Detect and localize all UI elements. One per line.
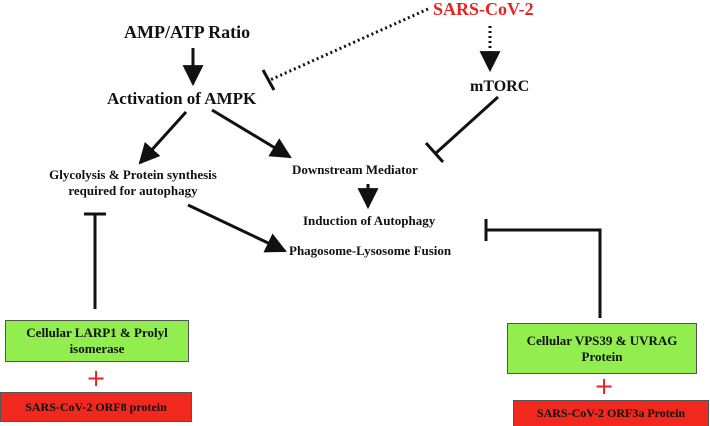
glycolysis-line-2: required for autophagy (68, 182, 198, 198)
box-sars-cov-2-orf3a-protein: SARS-CoV-2 ORF3a Protein (513, 400, 709, 426)
arrow-glycolysis-to-fusion (187, 203, 287, 253)
box-cellular-larp1-prolyl-isomerase: Cellular LARP1 & Prolyl isomerase (5, 320, 189, 362)
inhibit-mtorc-downstream (434, 95, 500, 155)
node-induction-of-autophagy: Induction of Autophagy (303, 213, 436, 228)
vps39-line-1: Cellular VPS39 & UVRAG (526, 332, 678, 348)
glycolysis-line-1: Glycolysis & Protein synthesis (49, 167, 217, 182)
node-ampk-activation: Activation of AMPK (107, 89, 257, 108)
vps39-line-2: Protein (581, 348, 623, 364)
node-amp-atp-ratio: AMP/ATP Ratio (124, 22, 251, 42)
node-phagosome-lysosome-fusion: Phagosome-Lysosome Fusion (289, 243, 452, 258)
node-glycolysis-protein-synthesis: Glycolysis & Protein synthesis required … (16, 167, 250, 198)
node-downstream-mediator: Downstream Mediator (292, 162, 418, 177)
larp1-line-1: Cellular LARP1 & Prolyl (26, 325, 168, 341)
node-sars-cov-2: SARS-CoV-2 (433, 0, 534, 19)
node-mtorc: mTORC (470, 78, 530, 95)
inhibit-vps39-fusion (486, 228, 602, 318)
dotted-inhibit-sars-ampk (269, 7, 429, 82)
plus-sign-right: + (594, 372, 615, 400)
inhibit-bar-ampk (261, 69, 276, 91)
box-sars-cov-2-orf8-protein: SARS-CoV-2 ORF8 protein (0, 392, 192, 422)
arrow-ampk-to-downstream (211, 108, 292, 159)
larp1-line-2: isomerase (69, 341, 125, 356)
plus-sign-left: + (86, 364, 107, 392)
box-cellular-vps39-uvrag-protein: Cellular VPS39 & UVRAG Protein (507, 323, 697, 374)
arrow-ampk-to-glycolysis (138, 110, 188, 165)
inhibit-bar-downstream (424, 141, 445, 164)
